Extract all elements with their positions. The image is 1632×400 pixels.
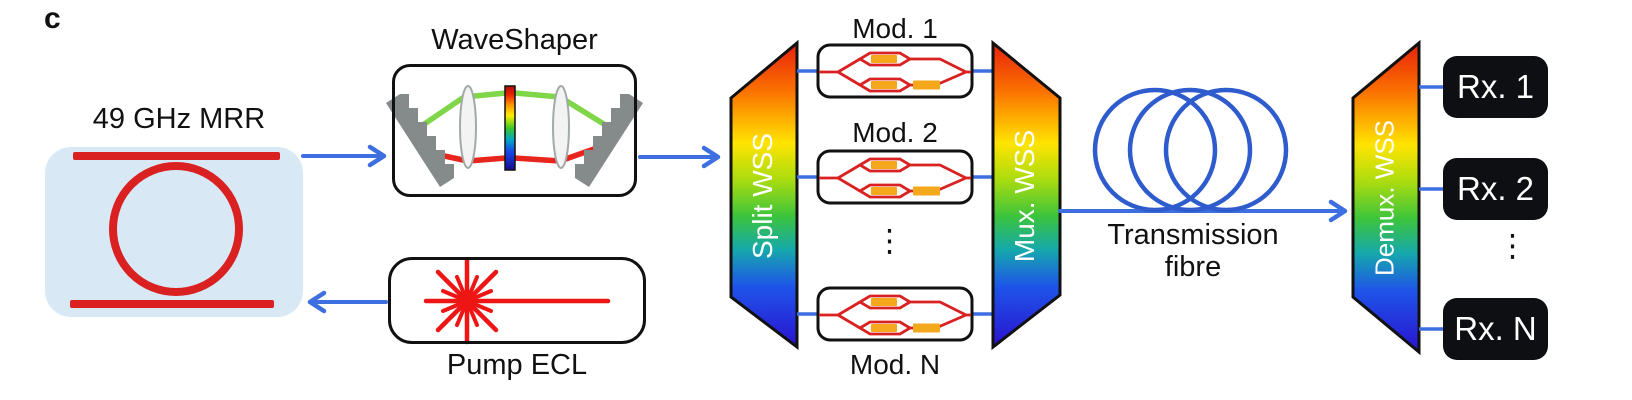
waveshaper-label: WaveShaper bbox=[431, 24, 598, 56]
rx-2-label: Rx. 2 bbox=[1456, 170, 1535, 207]
rx-n-box: Rx. N bbox=[1443, 298, 1548, 360]
fibre-label-line2: fibre bbox=[1164, 251, 1222, 284]
panel-label: c bbox=[44, 2, 61, 35]
arrow-pump-to-mrr bbox=[307, 290, 388, 314]
spectrum-stripe-icon bbox=[504, 85, 516, 171]
split-wss-label: Split WSS bbox=[747, 132, 778, 260]
microring bbox=[109, 162, 243, 296]
grating-icon-right bbox=[575, 94, 643, 187]
rx-1-label: Rx. 1 bbox=[1456, 68, 1535, 105]
grating-icon-left bbox=[386, 94, 454, 187]
laser-starburst-icon bbox=[423, 257, 611, 345]
splitwss-mod-connectors bbox=[797, 69, 818, 316]
fibre-coil-icon bbox=[1092, 87, 1289, 213]
modulators-ellipsis: ⋮ bbox=[874, 223, 905, 258]
lens-icon-left bbox=[459, 85, 477, 169]
mod-1-label: Mod. 1 bbox=[852, 13, 938, 44]
waveshaper-box bbox=[392, 64, 637, 197]
demux-wss-shape bbox=[1351, 39, 1421, 356]
split-wss-shape bbox=[729, 39, 799, 351]
rx-n-label: Rx. N bbox=[1454, 310, 1537, 347]
ring-resonator-icon bbox=[70, 152, 280, 308]
demux-rx-connectors bbox=[1419, 85, 1443, 331]
fibre-label: Transmission fibre bbox=[1093, 219, 1293, 284]
waveshaper-internals bbox=[386, 85, 643, 187]
mux-wss-label: Mux. WSS bbox=[1009, 129, 1040, 263]
pump-ecl-box bbox=[388, 257, 646, 344]
iq-modulator-icon-n bbox=[816, 286, 974, 342]
rx-1-box: Rx. 1 bbox=[1443, 56, 1548, 118]
lens-icon-right bbox=[552, 85, 570, 169]
mod-2-label: Mod. 2 bbox=[852, 117, 938, 148]
arrow-waveshaper-to-splitwss bbox=[638, 145, 721, 169]
bus-waveguide-top bbox=[73, 152, 280, 160]
mod-n-label: Mod. N bbox=[849, 349, 941, 380]
arrow-mrr-to-waveshaper bbox=[301, 144, 387, 168]
iq-modulator-icon-1 bbox=[816, 43, 974, 99]
iq-modulator-icon-2 bbox=[816, 149, 974, 205]
fibre-label-line1: Transmission bbox=[1107, 219, 1279, 251]
pump-ecl-label: Pump ECL bbox=[446, 349, 588, 381]
receivers-ellipsis: ⋮ bbox=[1497, 228, 1528, 263]
mrr-label: 49 GHz MRR bbox=[92, 103, 266, 135]
demux-wss-label: Demux. WSS bbox=[1369, 119, 1400, 277]
mod-muxwss-connectors bbox=[972, 69, 993, 316]
bus-waveguide-bottom bbox=[70, 300, 274, 308]
mux-wss-shape bbox=[991, 39, 1062, 351]
rx-2-box: Rx. 2 bbox=[1443, 158, 1548, 220]
